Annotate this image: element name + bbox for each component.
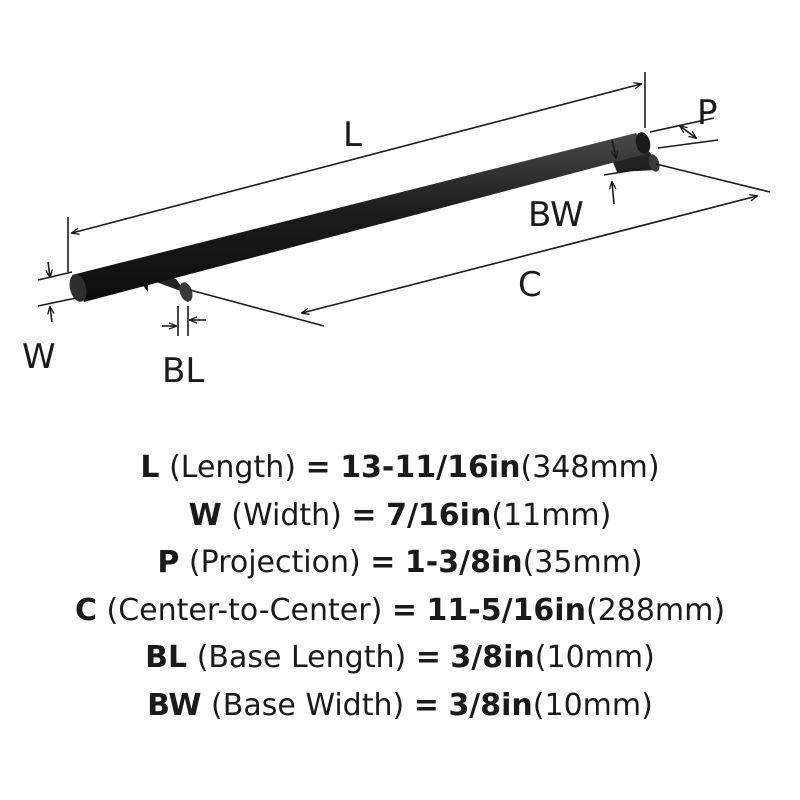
spec-equals: =: [370, 545, 396, 580]
w-ext-top: [37, 271, 73, 281]
spec-imperial-value: 1-3/8in: [404, 545, 523, 580]
dimension-diagram: L P BW C W BL: [22, 72, 771, 391]
spec-imperial-value: 13-11/16in: [340, 450, 521, 485]
spec-row-l: L (Length) = 13-11/16in(348mm): [0, 444, 800, 492]
label-bl: BL: [162, 351, 204, 391]
spec-name: (Projection): [188, 545, 361, 580]
c-ext-right: [655, 163, 771, 193]
p-ext-bottom: [657, 139, 719, 149]
spec-row-p: P (Projection) = 1-3/8in(35mm): [0, 539, 800, 587]
spec-name: (Length): [169, 450, 296, 485]
spec-metric-value: (10mm): [532, 687, 653, 723]
spec-row-bw: BW (Base Width) = 3/8in(10mm): [0, 682, 800, 730]
w-ext-bottom: [37, 297, 77, 307]
bw-arrow-top: [612, 139, 616, 158]
spec-equals: =: [351, 497, 377, 533]
spec-code: BW: [147, 687, 202, 723]
spec-imperial-value: 3/8in: [450, 640, 535, 675]
spec-list: L (Length) = 13-11/16in(348mm)W (Width) …: [0, 444, 800, 729]
label-l: L: [343, 115, 362, 155]
spec-imperial-value: 7/16in: [386, 497, 492, 533]
label-p: P: [697, 93, 718, 133]
spec-code: C: [74, 592, 97, 628]
spec-equals: =: [415, 640, 441, 675]
spec-name: (Width): [231, 497, 342, 533]
c-ext-left: [189, 289, 325, 327]
spec-code: BL: [145, 640, 188, 675]
spec-name: (Center-to-Center): [106, 592, 383, 628]
spec-row-bl: BL (Base Length) = 3/8in(10mm): [0, 634, 800, 682]
spec-imperial-value: 3/8in: [448, 687, 533, 723]
spec-imperial-value: 11-5/16in: [426, 592, 586, 628]
label-bw: BW: [528, 195, 584, 235]
label-w: W: [22, 337, 56, 377]
spec-metric-value: (11mm): [491, 497, 612, 533]
w-arrow-top: [48, 261, 50, 277]
spec-metric-value: (348mm): [520, 450, 660, 485]
spec-equals: =: [413, 687, 439, 723]
spec-code: L: [140, 450, 160, 485]
p-dim-line: [680, 126, 696, 138]
spec-row-w: W (Width) = 7/16in(11mm): [0, 492, 800, 540]
c-dim-line: [302, 196, 757, 313]
w-arrow-bottom: [50, 307, 52, 323]
bw-arrow-bottom: [612, 182, 614, 205]
spec-row-c: C (Center-to-Center) = 11-5/16in(288mm): [0, 587, 800, 635]
bw-ext: [603, 167, 647, 176]
spec-code: P: [157, 545, 180, 580]
spec-name: (Base Length): [196, 640, 407, 675]
spec-name: (Base Width): [211, 687, 405, 723]
spec-equals: =: [391, 592, 417, 628]
spec-metric-value: (288mm): [585, 592, 726, 628]
spec-metric-value: (10mm): [534, 640, 655, 675]
spec-metric-value: (35mm): [522, 545, 643, 580]
label-c: C: [518, 265, 542, 305]
l-dim-line: [72, 84, 641, 233]
spec-code: W: [188, 497, 222, 533]
spec-equals: =: [305, 450, 331, 485]
